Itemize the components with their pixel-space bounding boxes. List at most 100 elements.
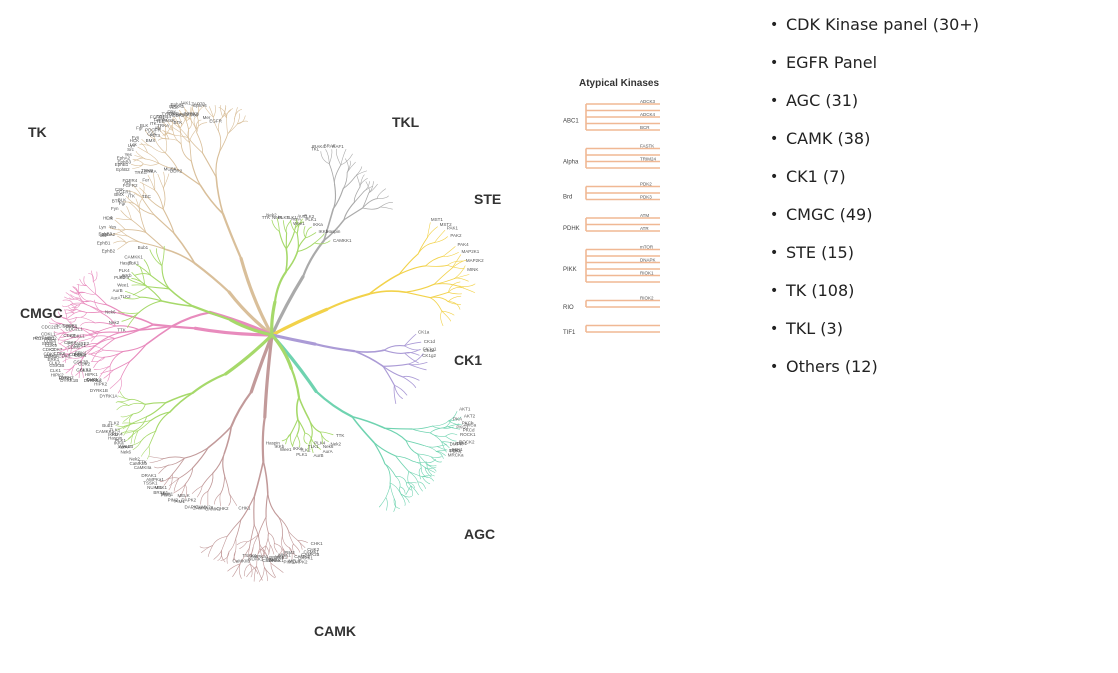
branch-camk	[173, 483, 186, 494]
branch-cmgc	[65, 312, 75, 314]
branch-other	[281, 433, 292, 442]
branch-camk	[274, 543, 283, 551]
branch-other	[276, 217, 280, 232]
branch-ck1	[404, 351, 420, 356]
kinase-leaf-label: DAPK1	[298, 555, 313, 560]
branch-cmgc	[88, 349, 101, 355]
branch-camk	[228, 538, 237, 552]
branch-camk	[250, 563, 259, 575]
kinase-leaf-label: IKKa	[119, 274, 129, 279]
panel-item: •EGFR Panel	[768, 50, 979, 88]
kinase-leaf-label: AKT1	[459, 407, 471, 412]
branch-cmgc	[76, 312, 87, 318]
kinase-leaf-label: PIM1	[284, 559, 295, 564]
kinase-leaf-label: Nek2	[266, 213, 277, 218]
kinase-leaf-label: CLK1	[50, 368, 62, 373]
kinase-leaf-label: BLK	[118, 197, 127, 202]
kinase-leaf-label: MST2	[440, 222, 452, 227]
branch-tk	[185, 120, 190, 138]
branch-tk	[180, 143, 192, 162]
branch-camk	[171, 457, 186, 475]
branch-camk	[169, 478, 180, 486]
branch-other	[271, 219, 280, 232]
branch-tk	[178, 126, 189, 138]
branch-ste	[427, 222, 431, 238]
branch-cmgc	[93, 365, 111, 371]
branch-agc	[405, 440, 425, 446]
branch-cmgc	[90, 300, 108, 306]
branch-cmgc	[66, 312, 75, 319]
branch-other	[161, 265, 170, 290]
branch-agc	[432, 420, 449, 427]
branch-other	[134, 420, 152, 424]
kinase-leaf-label: BTK	[112, 199, 121, 204]
branch-other	[191, 372, 227, 394]
branch-other	[119, 391, 131, 400]
branch-other	[116, 404, 129, 411]
branch-cmgc	[78, 294, 87, 305]
kinase-leaf-label: TEC	[142, 194, 152, 199]
kinase-leaf-label: AMPKa1	[146, 477, 164, 482]
branch-tk	[196, 122, 208, 130]
branch-cmgc	[92, 281, 96, 295]
branch-other	[319, 431, 334, 436]
kinase-leaf-label: RIOK1	[640, 271, 654, 276]
panel-item-label: CMGC (49)	[786, 205, 873, 224]
branch-agc	[373, 441, 386, 465]
branch-camk	[277, 516, 283, 536]
branch-agc	[426, 464, 437, 472]
kinase-leaf-label: CDC2L1	[66, 326, 84, 331]
kinase-leaf-label: FGFR4	[123, 178, 138, 183]
bullet-icon: •	[770, 207, 779, 223]
branch-camk	[184, 447, 209, 459]
branch-tkl	[340, 149, 347, 166]
branch-cmgc	[74, 355, 86, 366]
kinase-leaf-label: CDK5	[58, 354, 71, 359]
branch-cmgc	[90, 356, 106, 362]
kinase-leaf-label: BMX	[146, 138, 156, 143]
branch-tk	[162, 187, 166, 210]
branch-cmgc	[102, 311, 127, 316]
branch-other	[307, 437, 312, 453]
branch-agc	[406, 482, 415, 489]
kinase-leaf-label: FGFR2	[173, 112, 188, 117]
kinase-leaf-label: CAMK2a	[301, 552, 320, 557]
branch-other	[289, 219, 298, 234]
branch-cmgc	[50, 318, 62, 324]
kinase-leaf-label: ADCK3	[640, 99, 656, 104]
kinase-leaf-label: MRCKa	[448, 452, 464, 457]
branch-cmgc	[58, 311, 67, 320]
bullet-icon: •	[770, 55, 779, 71]
branch-tk	[164, 135, 168, 154]
kinase-leaf-label: CHK2	[216, 506, 229, 511]
branch-tk	[145, 231, 166, 250]
branch-tk	[144, 158, 160, 164]
kinase-leaf-label: DAPK2	[293, 559, 308, 564]
kinase-leaf-label: JAK2	[157, 116, 168, 121]
kinase-panel-list: •CDK Kinase panel (30+) •EGFR Panel •AGC…	[768, 12, 979, 392]
kinase-leaf-label: MUSK	[164, 167, 177, 172]
branch-cmgc	[83, 276, 87, 286]
branch-cmgc	[113, 361, 131, 371]
panel-item: •CK1 (7)	[768, 164, 979, 202]
branch-cmgc	[76, 308, 87, 313]
branch-agc	[447, 426, 461, 430]
kinase-leaf-label: EphB1	[97, 241, 111, 246]
branch-agc	[399, 486, 406, 494]
branch-cmgc	[69, 317, 77, 323]
branch-tk	[159, 134, 170, 140]
branch-camk	[184, 467, 194, 485]
panel-item-label: STE (15)	[786, 243, 854, 262]
branch-ck1	[393, 384, 408, 396]
kinase-leaf-label: TLK1	[308, 444, 319, 449]
kinase-leaf-label: HCK	[103, 216, 113, 221]
kinase-leaf-label: IKKb	[108, 432, 118, 437]
branch-other	[168, 288, 194, 308]
branch-camk	[265, 492, 269, 518]
branch-ck1	[313, 343, 356, 353]
branch-tk	[218, 116, 223, 133]
branch-camk	[149, 456, 165, 459]
branch-ste	[325, 292, 371, 311]
kinase-leaf-label: EphB3	[98, 232, 112, 237]
branch-tk	[149, 127, 156, 140]
